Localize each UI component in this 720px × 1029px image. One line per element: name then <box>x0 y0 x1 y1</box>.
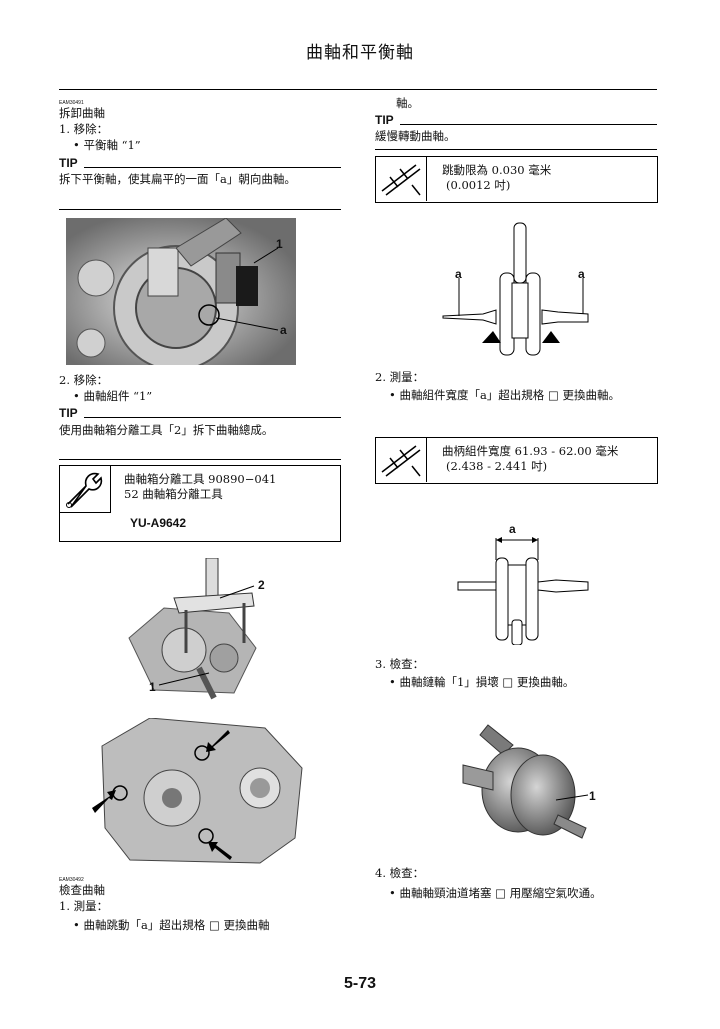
step-text: 1. 測量： <box>59 899 109 913</box>
step-text: 3. 檢查： <box>375 657 425 671</box>
caliper-measure-icon <box>381 164 421 196</box>
section-heading: 檢查曲軸 <box>59 883 105 897</box>
step-item: • 曲軸組件寬度「a」超出規格 □ 更換曲軸。 <box>389 388 620 402</box>
measure-icon-cell <box>376 438 427 482</box>
callout-a: a <box>280 323 287 337</box>
callout-1: 1 <box>589 789 596 803</box>
callout-a: a <box>455 267 462 281</box>
callout-a: a <box>578 267 585 281</box>
continued-text: 軸。 <box>396 96 419 110</box>
callout-a: a <box>509 522 516 536</box>
tool-icon-cell <box>60 466 111 513</box>
spec-line: (0.0012 吋) <box>446 178 511 192</box>
page-title: 曲軸和平衡軸 <box>306 43 414 63</box>
tip-end-rule <box>375 149 657 150</box>
tip-text: 使用曲軸箱分離工具「2」拆下曲軸總成。 <box>59 423 274 437</box>
tip-rule <box>84 167 341 168</box>
spec-line: 曲柄組件寬度 61.93 - 62.00 毫米 <box>442 444 619 458</box>
tip-label: TIP <box>59 156 78 170</box>
balancer-shaft-figure <box>66 218 296 365</box>
measure-icon-cell <box>376 157 427 201</box>
tip-rule <box>400 124 657 125</box>
tip-label: TIP <box>375 113 394 127</box>
callout-2: 2 <box>258 578 265 592</box>
tip-end-rule <box>59 209 341 210</box>
tool-name-line: 52 曲軸箱分離工具 <box>124 487 223 501</box>
callout-1: 1 <box>149 680 156 694</box>
caliper-measure-icon <box>381 445 421 477</box>
callout-1: 1 <box>276 237 283 251</box>
page-number: 5-73 <box>343 975 377 992</box>
special-tool-box: 曲軸箱分離工具 90890−041 52 曲軸箱分離工具 YU-A9642 <box>59 465 341 542</box>
step-item: • 平衡軸 “1” <box>73 138 141 152</box>
spec-line: 跳動限為 0.030 毫米 <box>442 163 552 177</box>
runout-limit-box: 跳動限為 0.030 毫米 (0.0012 吋) <box>375 156 658 203</box>
spec-line: (2.438 - 2.441 吋) <box>446 459 548 473</box>
crankshaft-sprocket-figure <box>462 724 589 839</box>
crank-width-box: 曲柄組件寬度 61.93 - 62.00 毫米 (2.438 - 2.441 吋… <box>375 437 658 484</box>
header-rule <box>59 89 657 90</box>
step-text: 2. 測量： <box>375 370 425 384</box>
section-code: EAM30492 <box>59 877 84 883</box>
tip-rule <box>84 417 341 418</box>
step-text: 1. 移除： <box>59 122 109 136</box>
crank-width-figure <box>457 537 589 645</box>
wrench-tool-icon <box>66 472 103 508</box>
step-text: 4. 檢查： <box>375 866 425 880</box>
step-item: • 曲軸跳動「a」超出規格 □ 更換曲軸 <box>73 918 270 932</box>
crankcase-bolt-figure <box>92 718 303 864</box>
tool-part-number: YU-A9642 <box>130 516 187 530</box>
section-heading: 拆卸曲軸 <box>59 106 105 120</box>
tip-label: TIP <box>59 406 78 420</box>
step-text: 2. 移除： <box>59 373 109 387</box>
tip-text: 緩慢轉動曲軸。 <box>375 129 456 143</box>
tip-text: 拆下平衡軸，使其扁平的一面「a」朝向曲軸。 <box>59 172 296 186</box>
crankcase-separator-figure <box>128 558 257 700</box>
tip-end-rule <box>59 459 341 460</box>
step-item: • 曲軸鏈輪「1」損壞 □ 更換曲軸。 <box>389 675 575 689</box>
crankshaft-runout-figure <box>442 222 589 356</box>
section-code: EAM30491 <box>59 100 84 106</box>
tool-name-line: 曲軸箱分離工具 90890−041 <box>124 472 277 486</box>
step-item: • 曲軸組件 “1” <box>73 389 153 403</box>
step-item: • 曲軸軸頸油道堵塞 □ 用壓縮空氣吹通。 <box>389 886 602 900</box>
